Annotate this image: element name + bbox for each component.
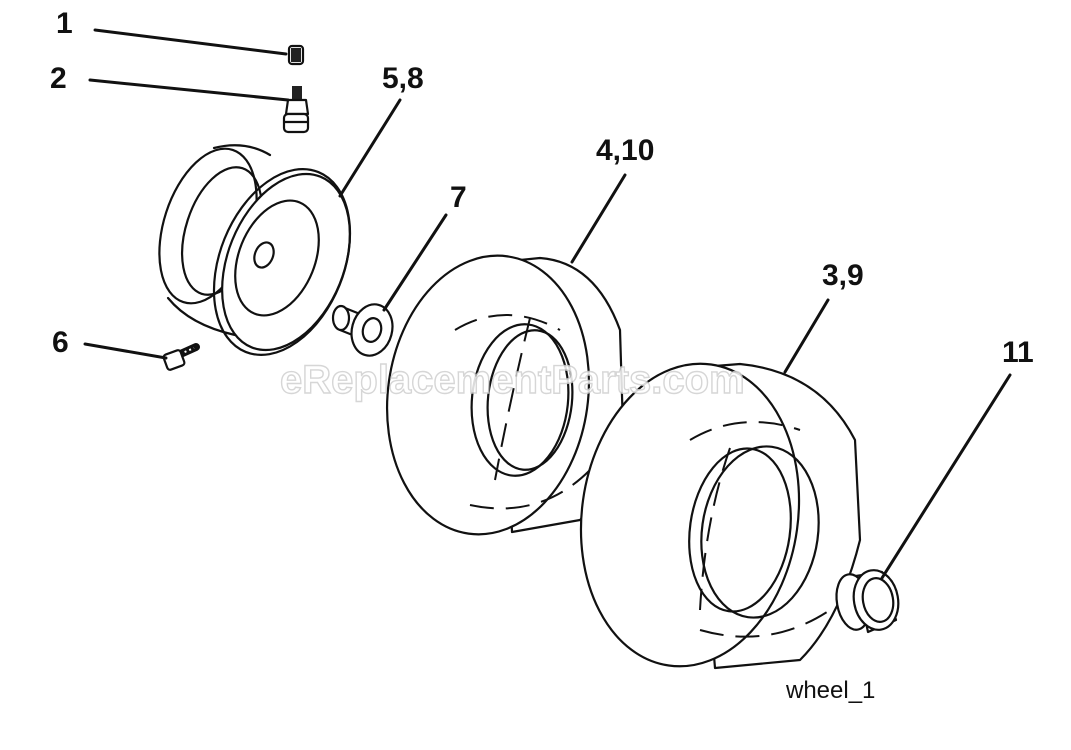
callout-1: 1 [56, 7, 73, 40]
part-valve-cap [287, 44, 305, 66]
callout-6: 6 [52, 326, 69, 359]
callout-4-10: 4,10 [596, 134, 654, 167]
leader-line-2 [88, 78, 290, 102]
leader-line-1 [93, 28, 288, 56]
callout-7: 7 [450, 181, 467, 214]
figure-caption: wheel_1 [785, 677, 875, 704]
leader-line-6 [83, 342, 168, 360]
callout-11: 11 [1002, 336, 1034, 369]
watermark: eReplacementParts.com [280, 358, 745, 402]
leader-line-4-10 [570, 173, 627, 264]
callout-2: 2 [50, 62, 67, 95]
leader-line-11 [880, 373, 1012, 580]
callout-3-9: 3,9 [822, 259, 864, 292]
part-rim [158, 144, 352, 356]
part-bolt [162, 343, 200, 371]
leader-line-7 [382, 213, 448, 312]
leader-line-3-9 [783, 298, 830, 374]
leader-lines [83, 28, 1012, 580]
part-tire-front [579, 362, 862, 670]
leader-line-5-8 [338, 98, 402, 198]
part-hub-cap [835, 569, 900, 634]
callout-5-8: 5,8 [382, 62, 424, 95]
part-valve-stem [282, 86, 310, 134]
part-bushing [331, 303, 394, 357]
callout-labels: 1 2 5,8 7 4,10 3,9 6 11 [50, 7, 1034, 369]
